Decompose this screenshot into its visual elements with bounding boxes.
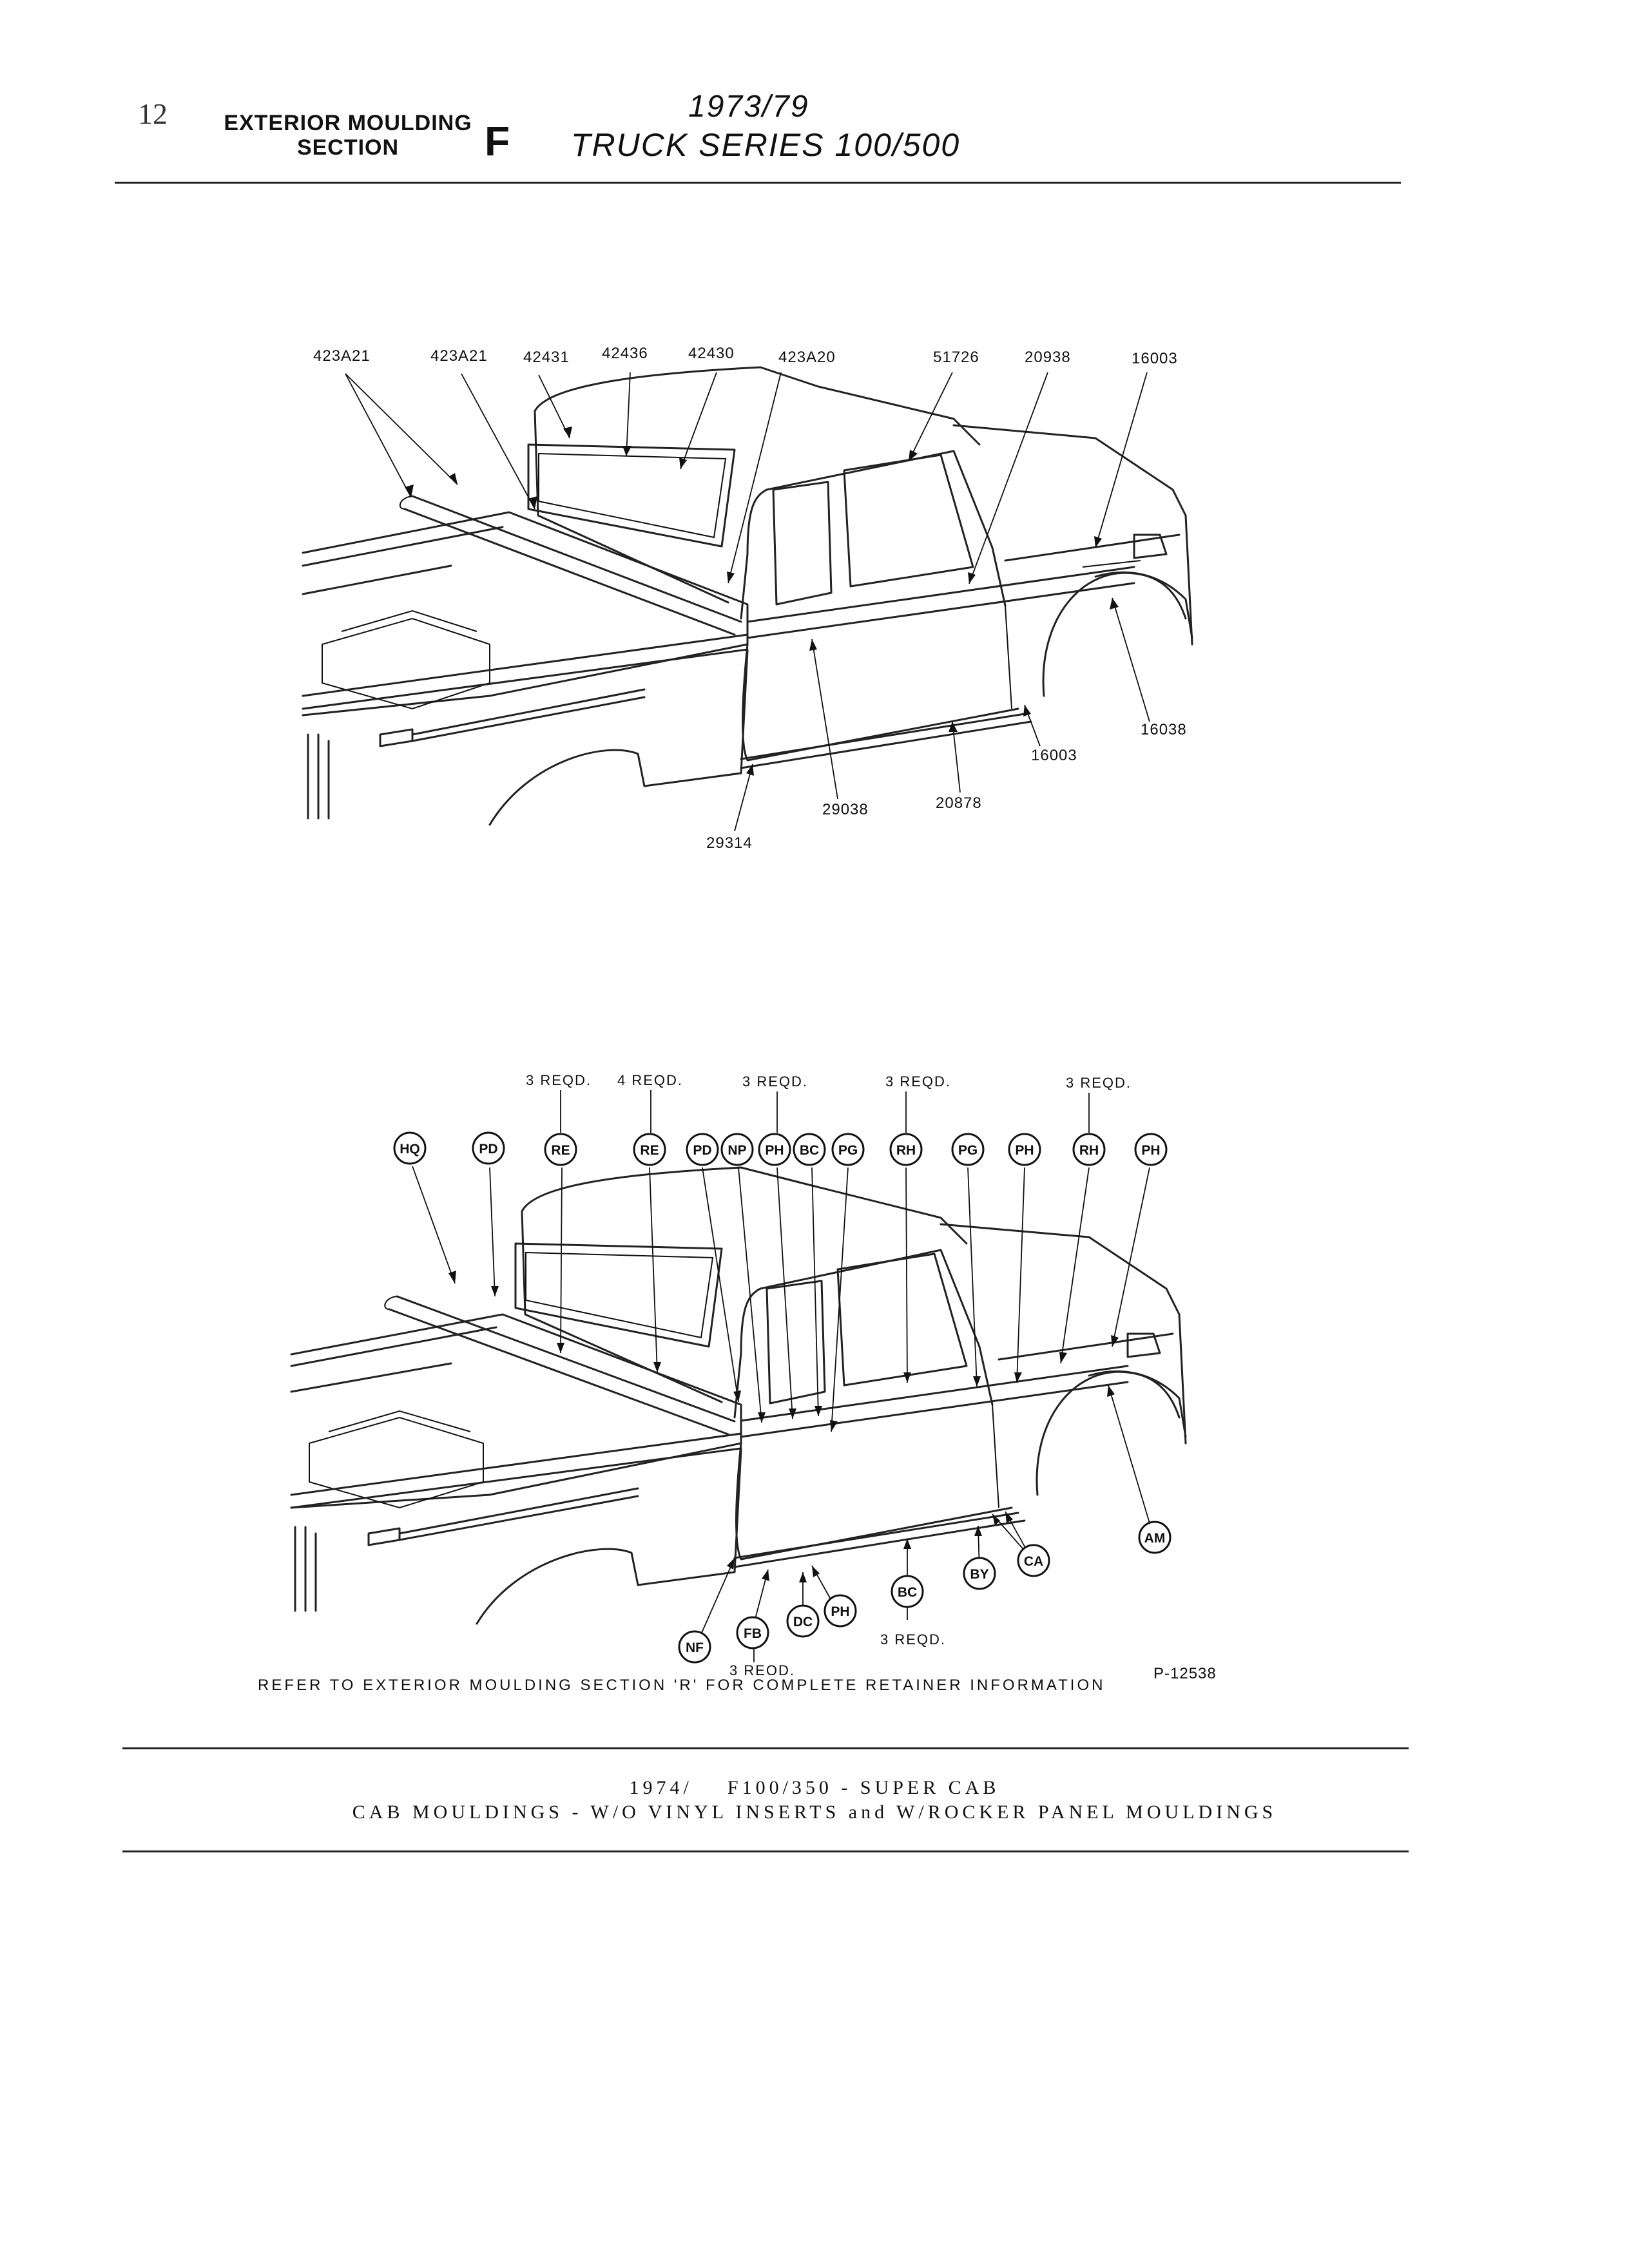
svg-text:RE: RE [551,1143,570,1158]
quantity-label: 3 REQD. [526,1072,592,1088]
plate-number: P-12538 [1153,1665,1217,1682]
part-number-label: 29314 [706,834,753,852]
svg-text:NP: NP [728,1143,746,1158]
svg-text:RE: RE [640,1143,659,1158]
callout-pg: PG [951,1133,985,1166]
section-letter: F [485,118,510,164]
diagram-top-truck: 423A21 423A21 42431 42436 42430 423A20 5… [302,345,1193,852]
svg-text:BC: BC [898,1585,917,1600]
retainer-reference-note: REFER TO EXTERIOR MOULDING SECTION 'R' F… [258,1677,1106,1694]
callout-dc: DC [786,1604,820,1638]
callout-ph: PH [1134,1133,1168,1166]
caption-model: 1974/ F100/350 - SUPER CAB [629,1777,1000,1798]
part-number-label: 20938 [1025,349,1071,366]
svg-text:PH: PH [765,1143,784,1158]
callout-ph: PH [758,1133,791,1166]
svg-text:FB: FB [744,1626,762,1641]
truck-drawing-top [302,366,1193,826]
truck-series: TRUCK SERIES 100/500 [571,127,961,163]
svg-text:PH: PH [1141,1143,1160,1158]
svg-text:RH: RH [896,1143,916,1158]
callout-pd: PD [472,1131,505,1165]
section-title: EXTERIOR MOULDING SECTION [219,111,477,160]
svg-text:DC: DC [793,1615,813,1629]
callout-re: RE [544,1133,577,1166]
part-number-label: 42436 [602,345,648,362]
page-number: 12 [138,97,168,130]
quantity-label: 3 REQD. [742,1073,808,1090]
model-years: 1973/79 [688,90,809,124]
svg-text:RH: RH [1079,1143,1099,1158]
quantity-label: 4 REQD. [617,1072,683,1088]
svg-text:PD: PD [479,1142,497,1157]
caption-description: CAB MOULDINGS - W/O VINYL INSERTS and W/… [352,1802,1277,1823]
svg-text:NF: NF [686,1640,704,1655]
leaders-top [345,372,1150,832]
callout-bc: BC [793,1133,826,1166]
part-number-label: 423A21 [313,347,371,365]
callout-fb: FB [736,1616,769,1649]
callout-ca: CA [1017,1544,1050,1577]
callout-hq: HQ [393,1131,427,1165]
part-number-label: 20878 [936,794,982,812]
callout-pd: PD [686,1133,719,1166]
quantity-label: 3 REQD. [1066,1075,1132,1091]
part-number-label: 42430 [688,345,735,362]
svg-text:PD: PD [693,1143,711,1158]
part-number-label: 51726 [933,349,979,366]
svg-text:PG: PG [958,1143,978,1158]
part-number-label: 16003 [1132,350,1178,367]
callout-rh: RH [889,1133,923,1166]
callout-pg: PG [831,1133,865,1166]
part-number-label: 16003 [1031,747,1077,764]
svg-text:AM: AM [1144,1531,1166,1546]
svg-text:PH: PH [1015,1143,1034,1158]
callout-by: BY [963,1557,996,1590]
part-number-label: 42431 [523,349,570,366]
callout-ph: PH [1008,1133,1041,1166]
quantity-label: 3 REQD. [885,1073,951,1090]
callout-ph: PH [824,1594,857,1628]
header-rule [115,182,1401,184]
truck-drawing-bottom [290,1166,1187,1625]
quantity-label: 3 REQD. [729,1662,795,1675]
svg-text:HQ: HQ [400,1142,420,1157]
part-number-label: 16038 [1141,721,1187,738]
diagram-bottom-truck: 3 REQD. 4 REQD. 3 REQD. 3 REQD. 3 REQD. … [290,1072,1187,1675]
quantity-label: 3 REQD. [880,1631,946,1648]
svg-text:BC: BC [800,1143,819,1158]
caption-rule-bottom [122,1850,1409,1852]
svg-text:BY: BY [970,1567,988,1582]
callout-np: NP [720,1133,754,1166]
leaders-bottom [412,1166,1154,1662]
part-number-label: 423A20 [778,349,836,366]
callout-am: AM [1138,1521,1171,1554]
callout-re: RE [633,1133,666,1166]
svg-text:PH: PH [831,1604,849,1619]
part-number-label: 29038 [822,801,869,818]
callout-bc: BC [891,1575,924,1608]
callout-rh: RH [1072,1133,1106,1166]
section-title-line2: SECTION [296,135,400,160]
part-number-label: 423A21 [430,347,488,365]
svg-text:CA: CA [1024,1554,1043,1569]
caption-rule-top [122,1747,1409,1749]
section-title-line1: EXTERIOR MOULDING [224,111,472,135]
callout-nf: NF [678,1630,711,1664]
svg-text:PG: PG [838,1143,858,1158]
